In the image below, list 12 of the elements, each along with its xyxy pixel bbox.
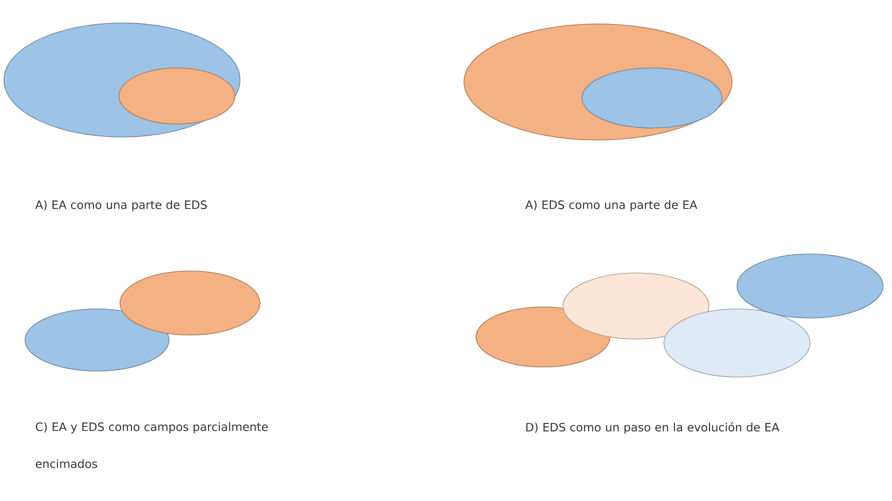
ellipse — [120, 270, 260, 336]
caption: A) EA como una parte de EDS — [35, 200, 207, 212]
ellipse — [736, 254, 884, 318]
ellipse — [582, 68, 722, 128]
ellipse — [118, 68, 236, 124]
ellipse — [664, 308, 810, 378]
caption: D) EDS como un paso en la evolución de EA — [526, 422, 780, 434]
caption: C) EA y EDS como campos parcialmente encimados — [36, 422, 268, 468]
ellipse — [562, 272, 710, 340]
ellipse — [476, 306, 610, 368]
caption: A) EDS como una parte de EA — [525, 200, 698, 212]
ellipse — [24, 308, 170, 372]
